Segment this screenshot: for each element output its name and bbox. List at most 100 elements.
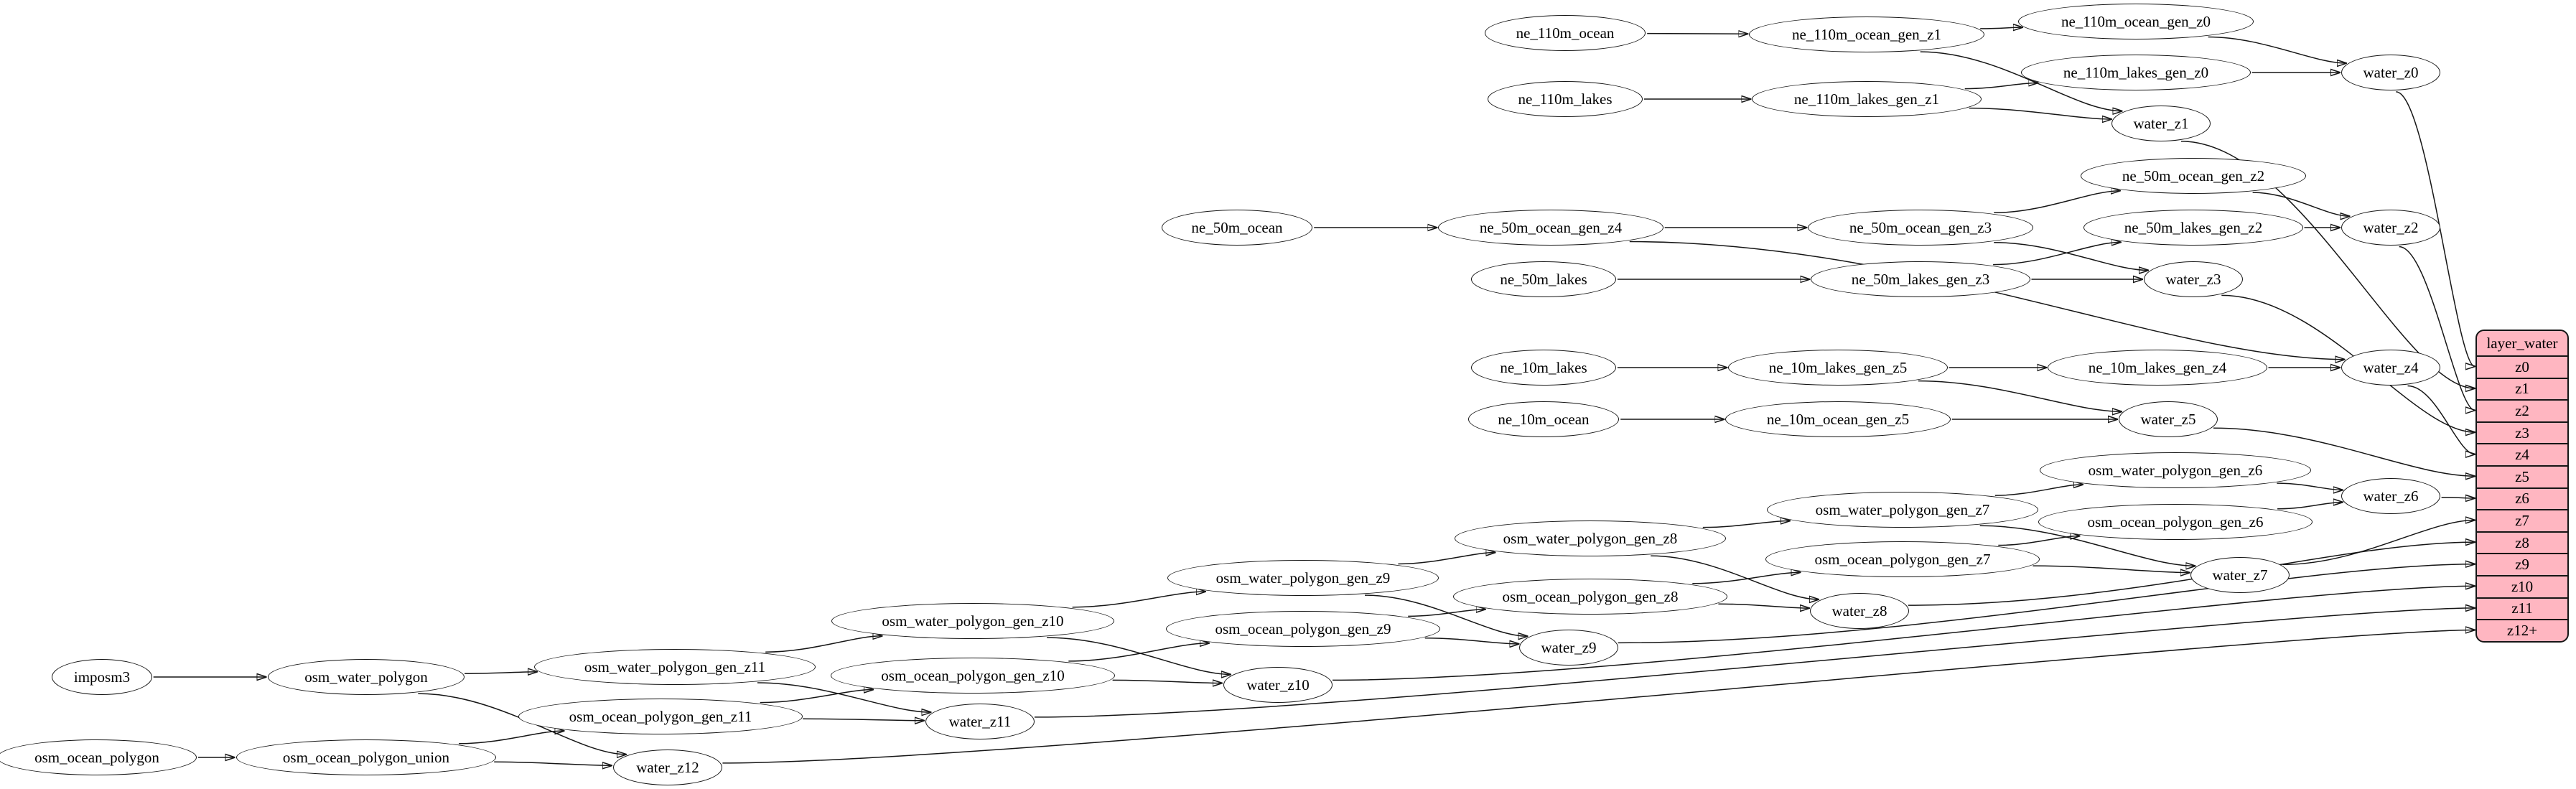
- node-label: osm_ocean_polygon_gen_z10: [881, 666, 1065, 684]
- node-label: ne_110m_lakes: [1518, 90, 1613, 108]
- node-label: ne_10m_ocean: [1498, 410, 1590, 428]
- edge-ne-110m-lakes-gen-z1-to-water-z1: [1969, 107, 2111, 119]
- node-water-z5: water_z5: [2119, 401, 2218, 437]
- edge-osm-water-polygon-gen-z7-to-osm-water-polygon-gen-z6: [1994, 485, 2083, 496]
- node-ne-50m-ocean: ne_50m_ocean: [1161, 210, 1313, 246]
- layer-table-row-z7: z7: [2477, 509, 2567, 531]
- node-ne-110m-ocean-gen-z0: ne_110m_ocean_gen_z0: [2018, 4, 2254, 39]
- node-label: water_z12: [636, 758, 699, 776]
- edge-water-z1-to-layer-water-z1: [2180, 141, 2475, 388]
- node-ne-50m-ocean-gen-z3: ne_50m_ocean_gen_z3: [1808, 210, 2033, 246]
- node-label: ne_110m_ocean_gen_z1: [1791, 25, 1941, 43]
- node-osm-water-polygon: osm_water_polygon: [267, 659, 465, 695]
- node-water-z10: water_z10: [1223, 667, 1333, 703]
- node-ne-10m-ocean: ne_10m_ocean: [1467, 401, 1620, 437]
- edge-osm-ocean-polygon-gen-z8-to-water-z8: [1718, 603, 1809, 608]
- node-label: water_z0: [2363, 63, 2419, 81]
- node-label: osm_ocean_polygon_gen_z11: [569, 707, 752, 725]
- layer-table-row-z0: z0: [2477, 355, 2567, 378]
- edge-ne-50m-ocean-gen-z2-to-water-z2: [2252, 192, 2350, 216]
- edge-osm-ocean-polygon-gen-z9-to-water-z9: [1424, 637, 1519, 644]
- node-water-z9: water_z9: [1519, 630, 1618, 666]
- node-label: water_z5: [2140, 410, 2196, 428]
- node-label: osm_water_polygon_gen_z6: [2088, 461, 2263, 479]
- node-osm-water-polygon-gen-z11: osm_water_polygon_gen_z11: [534, 649, 816, 685]
- node-label: ne_10m_lakes_gen_z5: [1768, 358, 1908, 376]
- edge-osm-water-polygon-gen-z11-to-water-z11: [757, 682, 931, 712]
- edge-osm-ocean-polygon-union-to-water-z12: [494, 761, 612, 765]
- node-osm-ocean-polygon-gen-z8: osm_ocean_polygon_gen_z8: [1453, 579, 1727, 615]
- edge-water-z10-to-layer-water-z10: [1332, 586, 2475, 681]
- node-label: ne_110m_ocean: [1516, 24, 1615, 42]
- node-label: ne_50m_lakes_gen_z2: [2124, 218, 2263, 236]
- node-label: osm_water_polygon_gen_z10: [882, 612, 1064, 630]
- layer-table-row-z4: z4: [2477, 443, 2567, 465]
- node-osm-water-polygon-gen-z9: osm_water_polygon_gen_z9: [1167, 560, 1439, 596]
- node-ne-110m-lakes-gen-z0: ne_110m_lakes_gen_z0: [2021, 55, 2251, 90]
- layer-table-row-z1: z1: [2477, 377, 2567, 400]
- edge-osm-ocean-polygon-gen-z10-to-water-z10: [1112, 680, 1222, 683]
- node-imposm3: imposm3: [52, 659, 152, 695]
- node-water-z6: water_z6: [2341, 478, 2440, 514]
- node-water-z1: water_z1: [2111, 106, 2211, 141]
- node-label: ne_50m_ocean_gen_z4: [1479, 218, 1623, 236]
- edge-osm-water-polygon-gen-z8-to-water-z8: [1651, 555, 1819, 599]
- node-osm-ocean-polygon-gen-z11: osm_ocean_polygon_gen_z11: [518, 699, 803, 734]
- node-ne-50m-lakes-gen-z2: ne_50m_lakes_gen_z2: [2083, 210, 2303, 246]
- node-label: water_z9: [1541, 638, 1597, 656]
- node-water-z7: water_z7: [2190, 557, 2290, 593]
- node-label: ne_10m_lakes: [1500, 358, 1587, 376]
- node-label: ne_50m_ocean_gen_z3: [1849, 218, 1992, 236]
- edge-osm-ocean-polygon-gen-z6-to-water-z6: [2277, 503, 2343, 510]
- node-label: osm_ocean_polygon_gen_z7: [1814, 550, 1991, 568]
- node-osm-ocean-polygon-gen-z7: osm_ocean_polygon_gen_z7: [1765, 541, 2040, 577]
- node-label: ne_50m_ocean: [1191, 218, 1283, 236]
- edge-osm-water-polygon-to-osm-water-polygon-gen-z11: [465, 672, 537, 674]
- node-label: osm_water_polygon_gen_z7: [1815, 500, 1990, 518]
- node-label: imposm3: [73, 668, 131, 686]
- edge-ne-50m-ocean-gen-z3-to-ne-50m-ocean-gen-z2: [1994, 191, 2120, 214]
- node-water-z12: water_z12: [612, 750, 723, 785]
- node-ne-50m-ocean-gen-z2: ne_50m_ocean_gen_z2: [2081, 158, 2306, 194]
- edge-osm-water-polygon-gen-z6-to-water-z6: [2277, 482, 2342, 490]
- node-label: ne_50m_ocean_gen_z2: [2122, 167, 2265, 185]
- node-osm-ocean-polygon-gen-z10: osm_ocean_polygon_gen_z10: [830, 658, 1116, 694]
- node-label: ne_110m_lakes_gen_z1: [1793, 90, 1940, 108]
- edge-osm-ocean-polygon-gen-z11-to-water-z11: [803, 719, 924, 720]
- node-osm-water-polygon-gen-z7: osm_water_polygon_gen_z7: [1767, 492, 2038, 528]
- node-osm-ocean-polygon-union: osm_ocean_polygon_union: [235, 739, 497, 775]
- edges-group: [153, 27, 2475, 765]
- node-label: water_z6: [2363, 487, 2419, 505]
- node-label: ne_10m_ocean_gen_z5: [1766, 410, 1910, 428]
- edge-osm-ocean-polygon-gen-z7-to-osm-ocean-polygon-gen-z6: [1998, 536, 2079, 546]
- node-water-z8: water_z8: [1810, 593, 1909, 629]
- node-water-z0: water_z0: [2341, 55, 2440, 90]
- node-label: water_z1: [2133, 114, 2189, 132]
- node-label: osm_water_polygon_gen_z9: [1215, 569, 1391, 587]
- layer-table-row-z10: z10: [2477, 574, 2567, 597]
- node-ne-50m-ocean-gen-z4: ne_50m_ocean_gen_z4: [1438, 210, 1663, 246]
- node-label: osm_ocean_polygon_gen_z8: [1502, 587, 1679, 605]
- node-label: osm_water_polygon_gen_z11: [584, 658, 766, 676]
- node-label: water_z3: [2165, 270, 2221, 288]
- edge-osm-water-polygon-gen-z10-to-osm-water-polygon-gen-z9: [1072, 592, 1205, 608]
- node-label: water_z7: [2212, 566, 2268, 584]
- layer-table-row-z2: z2: [2477, 399, 2567, 421]
- layer-table-row-z12: z12+: [2477, 619, 2567, 641]
- edge-water-z11-to-layer-water-z11: [1034, 608, 2475, 718]
- layer-table-title: layer_water: [2486, 334, 2558, 352]
- node-label: water_z2: [2363, 218, 2419, 236]
- node-label: water_z10: [1246, 676, 1310, 694]
- node-label: osm_ocean_polygon_union: [282, 748, 450, 766]
- edge-osm-water-polygon-gen-z10-to-water-z10: [1047, 637, 1231, 674]
- layer-table-row-z3: z3: [2477, 421, 2567, 444]
- edge-water-z4-to-layer-water-z4: [2407, 385, 2475, 454]
- node-ne-10m-ocean-gen-z5: ne_10m_ocean_gen_z5: [1725, 401, 1951, 437]
- node-osm-water-polygon-gen-z10: osm_water_polygon_gen_z10: [831, 603, 1114, 639]
- node-ne-10m-lakes-gen-z5: ne_10m_lakes_gen_z5: [1728, 350, 1948, 386]
- edge-ne-50m-lakes-gen-z3-to-ne-50m-lakes-gen-z2: [1993, 242, 2121, 266]
- node-water-z2: water_z2: [2341, 210, 2440, 246]
- layer-table-row-z9: z9: [2477, 553, 2567, 575]
